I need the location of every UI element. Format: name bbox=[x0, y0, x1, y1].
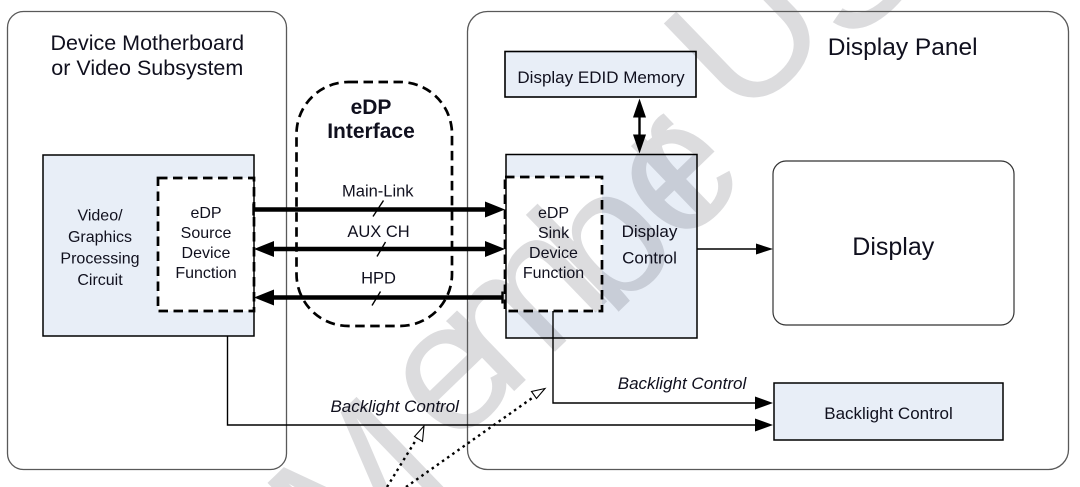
svg-text:eDP: eDP bbox=[190, 205, 221, 222]
svg-text:HPD: HPD bbox=[361, 270, 396, 288]
svg-text:Sink: Sink bbox=[538, 225, 570, 242]
svg-text:Main-Link: Main-Link bbox=[342, 183, 414, 201]
svg-text:eDP: eDP bbox=[538, 205, 569, 222]
svg-text:eDP: eDP bbox=[351, 96, 392, 119]
svg-text:Display EDID Memory: Display EDID Memory bbox=[517, 68, 685, 87]
svg-text:or Video Subsystem: or Video Subsystem bbox=[51, 56, 243, 80]
svg-text:Graphics: Graphics bbox=[68, 229, 132, 246]
svg-text:Control: Control bbox=[622, 249, 677, 268]
svg-text:Function: Function bbox=[523, 265, 584, 282]
svg-text:Processing: Processing bbox=[60, 251, 139, 268]
svg-text:Device Motherboard: Device Motherboard bbox=[50, 31, 244, 55]
svg-text:Video/: Video/ bbox=[77, 208, 123, 225]
svg-text:Backlight Control: Backlight Control bbox=[618, 374, 748, 393]
svg-text:Backlight Control: Backlight Control bbox=[824, 404, 953, 423]
svg-text:Display: Display bbox=[852, 233, 934, 261]
svg-text:Backlight Control: Backlight Control bbox=[330, 397, 460, 416]
svg-text:AUX CH: AUX CH bbox=[347, 223, 409, 241]
svg-text:Function: Function bbox=[175, 265, 236, 282]
svg-text:Device: Device bbox=[529, 245, 578, 262]
svg-text:Circuit: Circuit bbox=[77, 272, 123, 289]
svg-text:Display Panel: Display Panel bbox=[828, 34, 978, 61]
svg-text:Device: Device bbox=[182, 245, 231, 262]
svg-text:Source: Source bbox=[181, 225, 232, 242]
svg-text:Interface: Interface bbox=[327, 120, 415, 143]
svg-text:Display: Display bbox=[622, 222, 678, 241]
